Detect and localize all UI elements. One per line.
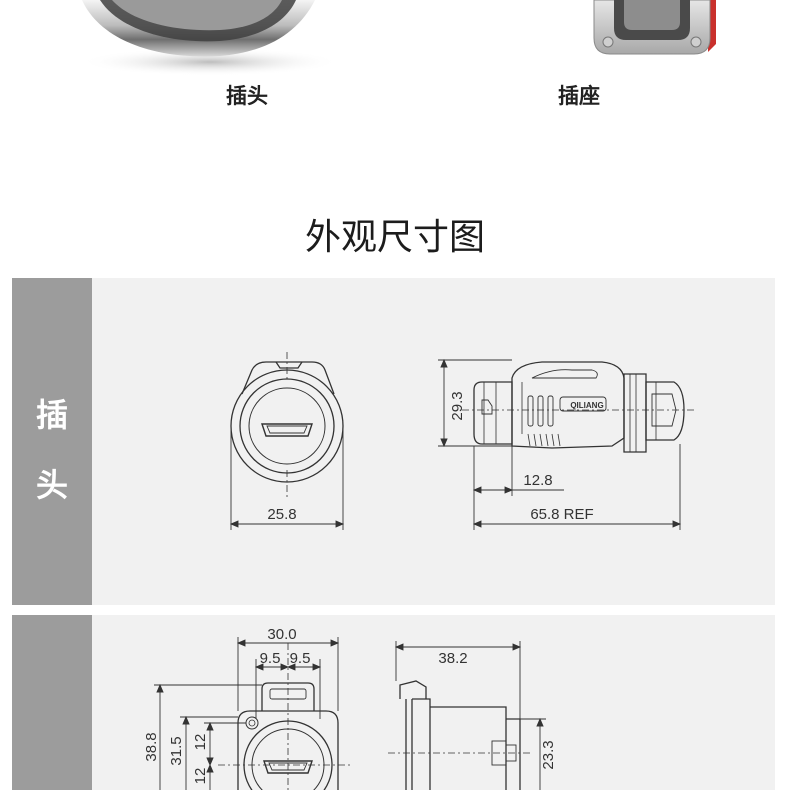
socket-side-view bbox=[388, 680, 532, 790]
socket-height-mid-label: 31.5 bbox=[168, 736, 185, 765]
plug-side-height-label: 29.3 bbox=[449, 391, 466, 420]
socket-front-width-label: 30.0 bbox=[267, 626, 296, 643]
socket-photo bbox=[588, 0, 728, 62]
socket-connector-photo-icon bbox=[593, 0, 716, 55]
panel-tab-char: 插 bbox=[35, 396, 68, 434]
plug-brand-mark: QILIANG bbox=[570, 401, 603, 410]
panel-tab bbox=[12, 615, 92, 790]
plug-photo bbox=[60, 0, 350, 80]
socket-photo-label: 插座 bbox=[558, 84, 600, 108]
socket-side-length-label: 38.2 bbox=[438, 650, 467, 667]
socket-pitch-right-label: 9.5 bbox=[290, 650, 311, 667]
socket-pitch-left-label: 9.5 bbox=[260, 650, 281, 667]
plug-front-width-dimension bbox=[229, 426, 345, 530]
socket-dimension-drawing: 30.0 9.5 9.5 38.8 31.5 12 12 38.2 23.3 bbox=[143, 626, 557, 790]
plug-dimension-drawing: QILIANG 25.8 29.3 12.8 65.8 REF bbox=[229, 352, 694, 530]
plug-side-partial-label: 12.8 bbox=[523, 472, 552, 489]
plug-dimension-panel: 插 头 bbox=[12, 278, 775, 605]
socket-front-dimensions bbox=[154, 637, 340, 790]
socket-side-dimensions bbox=[394, 641, 546, 790]
section-title: 外观尺寸图 bbox=[304, 217, 485, 258]
socket-side-height-label: 23.3 bbox=[540, 740, 557, 769]
plug-side-dimensions bbox=[438, 358, 682, 530]
plug-connector-photo-icon bbox=[80, 0, 340, 76]
plug-side-length-label: 65.8 REF bbox=[530, 506, 593, 523]
socket-half-upper-label: 12 bbox=[192, 734, 209, 751]
panel-tab-char: 头 bbox=[35, 466, 68, 504]
socket-front-view bbox=[218, 643, 350, 790]
socket-height-outer-label: 38.8 bbox=[143, 732, 160, 761]
plug-front-view bbox=[230, 352, 344, 500]
plug-front-width-label: 25.8 bbox=[267, 506, 296, 523]
plug-side-view bbox=[462, 361, 694, 453]
socket-half-lower-label: 12 bbox=[192, 768, 209, 785]
socket-dimension-panel: 30.0 9.5 9.5 38.8 31.5 12 12 38.2 23.3 bbox=[12, 615, 775, 790]
panel-tab: 插 头 bbox=[12, 278, 92, 605]
plug-photo-label: 插头 bbox=[226, 84, 268, 108]
